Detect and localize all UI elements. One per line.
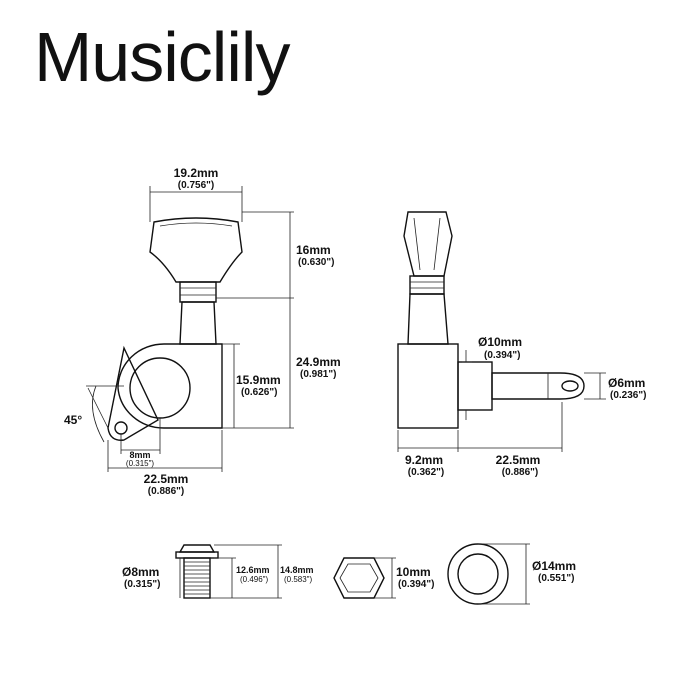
button-width-mm: 19.2mm	[174, 166, 219, 180]
string-post	[491, 372, 585, 400]
post-diameter-mm: Ø6mm	[608, 376, 645, 390]
post-length-inch: (0.886")	[502, 467, 538, 478]
brand-logo: Musiclily	[34, 18, 290, 96]
button-width-inch: (0.756")	[178, 180, 214, 191]
threaded-bushing-part: Ø8mm (0.315") 12.6mm (0.496") 14.8mm (0.…	[122, 544, 314, 599]
shaft-ring	[179, 281, 217, 303]
part-bushing-total-inch: (0.583")	[284, 575, 313, 584]
side-bushing	[457, 361, 493, 411]
angle-label: 45°	[64, 413, 82, 427]
side-view: Ø10mm (0.394") Ø6mm (0.236") 9.2mm (0.36…	[397, 211, 646, 478]
washer-diameter-inch: (0.551")	[538, 573, 574, 584]
button-shaft	[179, 301, 217, 345]
front-view: 19.2mm (0.756") 16mm (0.630") 24.9mm (0.…	[64, 166, 341, 497]
tuner-button	[149, 217, 243, 283]
nut-size-inch: (0.394")	[398, 579, 434, 590]
part-bushing-total-mm: 14.8mm	[280, 565, 314, 575]
part-bushing-diameter-inch: (0.315")	[124, 579, 160, 590]
screw-offset-inch: (0.315")	[126, 459, 155, 468]
side-button	[403, 211, 453, 277]
housing	[117, 343, 223, 429]
washer-part: Ø14mm (0.551")	[447, 543, 576, 605]
bushing-diameter-mm: Ø10mm	[478, 335, 522, 349]
side-shaft	[407, 293, 449, 345]
housing-height-inch: (0.626")	[241, 387, 277, 398]
screw-hole	[114, 421, 128, 435]
screw-offset-mm: 8mm	[129, 450, 150, 460]
side-housing	[397, 343, 459, 429]
part-bushing-length-inch: (0.496")	[240, 575, 269, 584]
nut-size-mm: 10mm	[396, 565, 431, 579]
housing-depth-mm: 9.2mm	[405, 453, 443, 467]
washer-diameter-mm: Ø14mm	[532, 559, 576, 573]
housing-height-mm: 15.9mm	[236, 373, 281, 387]
washer	[447, 543, 509, 605]
total-height-mm: 24.9mm	[296, 355, 341, 369]
post-diameter-inch: (0.236")	[610, 390, 646, 401]
button-height-inch: (0.630")	[298, 257, 334, 268]
gear-cover	[129, 357, 191, 419]
post-length-mm: 22.5mm	[496, 453, 541, 467]
button-height-mm: 16mm	[296, 243, 331, 257]
hex-nut-part: 10mm (0.394")	[333, 557, 434, 599]
part-bushing-diameter-mm: Ø8mm	[122, 565, 159, 579]
mounting-ear	[107, 345, 159, 441]
bushing-diameter-inch: (0.394")	[484, 350, 520, 361]
total-height-inch: (0.981")	[300, 369, 336, 380]
base-width-inch: (0.886")	[148, 486, 184, 497]
housing-depth-inch: (0.362")	[408, 467, 444, 478]
part-bushing-length-mm: 12.6mm	[236, 565, 270, 575]
base-width-mm: 22.5mm	[144, 472, 189, 486]
side-shaft-ring	[409, 275, 445, 295]
